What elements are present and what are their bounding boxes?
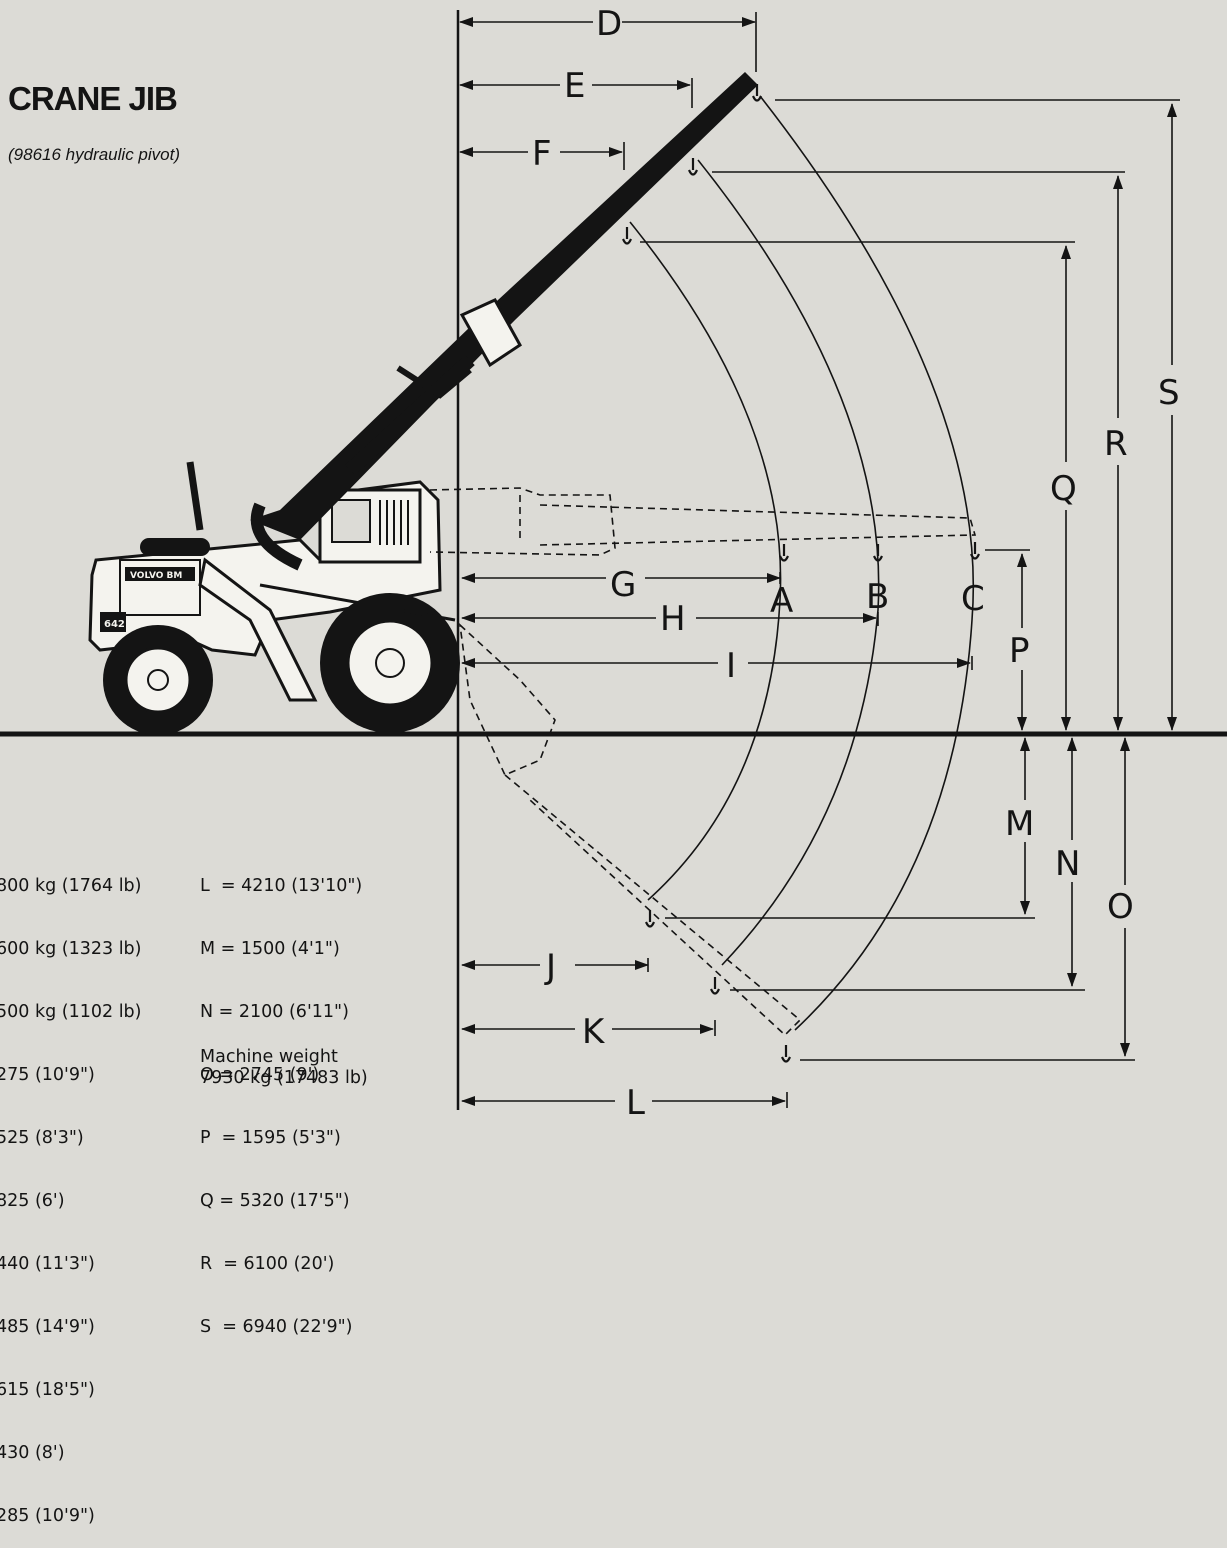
label-s: S bbox=[1158, 373, 1180, 413]
page-subtitle: (98616 hydraulic pivot) bbox=[8, 145, 180, 164]
machine-weight-label: Machine weight bbox=[200, 1047, 338, 1067]
brand-plate bbox=[125, 567, 195, 581]
spec-row: L = 4210 (13'10") bbox=[200, 876, 363, 896]
label-g: G bbox=[610, 565, 636, 605]
spec-row: 525 (8'3") bbox=[0, 1128, 84, 1148]
spec-list-right: L = 4210 (13'10") M = 1500 (4'1") N = 21… bbox=[200, 834, 362, 1359]
hook-icon bbox=[687, 158, 699, 176]
jib-boom bbox=[250, 72, 758, 540]
hook-icon bbox=[644, 910, 656, 928]
jib-horizontal-dashed bbox=[429, 487, 977, 556]
tilt-link bbox=[396, 365, 472, 399]
reference-lines bbox=[640, 99, 1180, 1061]
loader-arm bbox=[198, 557, 318, 702]
pivot-bracket bbox=[459, 298, 522, 368]
spec-row: R = 6100 (20') bbox=[200, 1254, 335, 1274]
spec-row: 500 kg (1102 lb) bbox=[0, 1002, 142, 1022]
page-title: CRANE JIB bbox=[8, 80, 178, 117]
label-l: L bbox=[626, 1083, 645, 1120]
brand-text: VOLVO BM bbox=[130, 571, 182, 581]
label-q: Q bbox=[1050, 469, 1077, 509]
hooks bbox=[621, 84, 981, 1063]
spec-list-left: 800 kg (1764 lb) 600 kg (1323 lb) 500 kg… bbox=[0, 834, 142, 1548]
spec-row: 285 (10'9") bbox=[0, 1506, 95, 1526]
hook-icon bbox=[778, 544, 790, 562]
spec-row: O = 2745 (9') bbox=[200, 1065, 320, 1085]
label-k: K bbox=[582, 1012, 606, 1052]
dimension-labels: D E F G A B C H I P Q R S M N O J K L bbox=[532, 4, 1180, 1123]
spec-row: N = 2100 (6'11") bbox=[200, 1002, 349, 1022]
label-p: P bbox=[1009, 631, 1030, 671]
label-o: O bbox=[1107, 887, 1134, 927]
label-i: I bbox=[726, 646, 736, 686]
label-d: D bbox=[596, 4, 622, 44]
label-j: J bbox=[544, 947, 556, 987]
machine-weight: Machine weight 7930 kg (17483 lb) bbox=[200, 1047, 368, 1089]
label-n: N bbox=[1055, 844, 1080, 884]
hook-icon bbox=[969, 542, 981, 560]
hook-icon bbox=[872, 544, 884, 562]
spec-row: 825 (6') bbox=[0, 1191, 65, 1211]
label-b: B bbox=[866, 577, 889, 617]
label-r: R bbox=[1104, 424, 1128, 464]
arc-outer bbox=[759, 95, 975, 1031]
spec-row: 440 (11'3") bbox=[0, 1254, 95, 1274]
hook-icon bbox=[621, 227, 633, 245]
spec-row: 800 kg (1764 lb) bbox=[0, 876, 142, 896]
hose-curve bbox=[250, 502, 303, 571]
arc-middle bbox=[697, 159, 880, 966]
spec-row: 485 (14'9") bbox=[0, 1317, 95, 1337]
spec-row: 600 kg (1323 lb) bbox=[0, 939, 142, 959]
jib-lowered-dashed bbox=[458, 622, 802, 1037]
cylinder-tank bbox=[140, 538, 210, 556]
label-h: H bbox=[660, 599, 686, 639]
hook-icon bbox=[751, 84, 763, 102]
spec-row: 615 (18'5") bbox=[0, 1380, 95, 1400]
hook-icon bbox=[780, 1045, 792, 1063]
label-f: F bbox=[532, 134, 552, 174]
spec-row: Q = 5320 (17'5") bbox=[200, 1191, 350, 1211]
crane-jib-raised bbox=[250, 72, 758, 571]
cab-window bbox=[331, 499, 371, 543]
spec-row: S = 6940 (22'9") bbox=[200, 1317, 353, 1337]
model-text: 642 bbox=[104, 619, 125, 630]
spec-row: 275 (10'9") bbox=[0, 1065, 95, 1085]
label-m: M bbox=[1005, 804, 1034, 844]
horizontal-dimensions bbox=[459, 12, 973, 1108]
crane-jib-diagram: VOLVO BM 642 bbox=[0, 4, 1227, 1526]
jib-lift-cylinder bbox=[345, 354, 475, 476]
label-e: E bbox=[564, 66, 585, 106]
swing-arcs bbox=[629, 95, 975, 1031]
arc-inner bbox=[629, 221, 782, 901]
spec-row: 430 (8') bbox=[0, 1443, 65, 1463]
diagram-canvas: VOLVO BM 642 bbox=[0, 4, 1227, 1123]
vertical-dimensions bbox=[1017, 103, 1177, 1057]
hook-icon bbox=[709, 977, 721, 995]
label-c: C bbox=[961, 579, 985, 619]
spec-row: M = 1500 (4'1") bbox=[200, 939, 340, 959]
spec-row: P = 1595 (5'3") bbox=[200, 1128, 341, 1148]
machine-weight-value: 7930 kg (17483 lb) bbox=[200, 1068, 368, 1088]
label-a: A bbox=[770, 581, 793, 621]
loader-machine: VOLVO BM 642 bbox=[88, 461, 460, 735]
exhaust-stack bbox=[186, 461, 204, 531]
